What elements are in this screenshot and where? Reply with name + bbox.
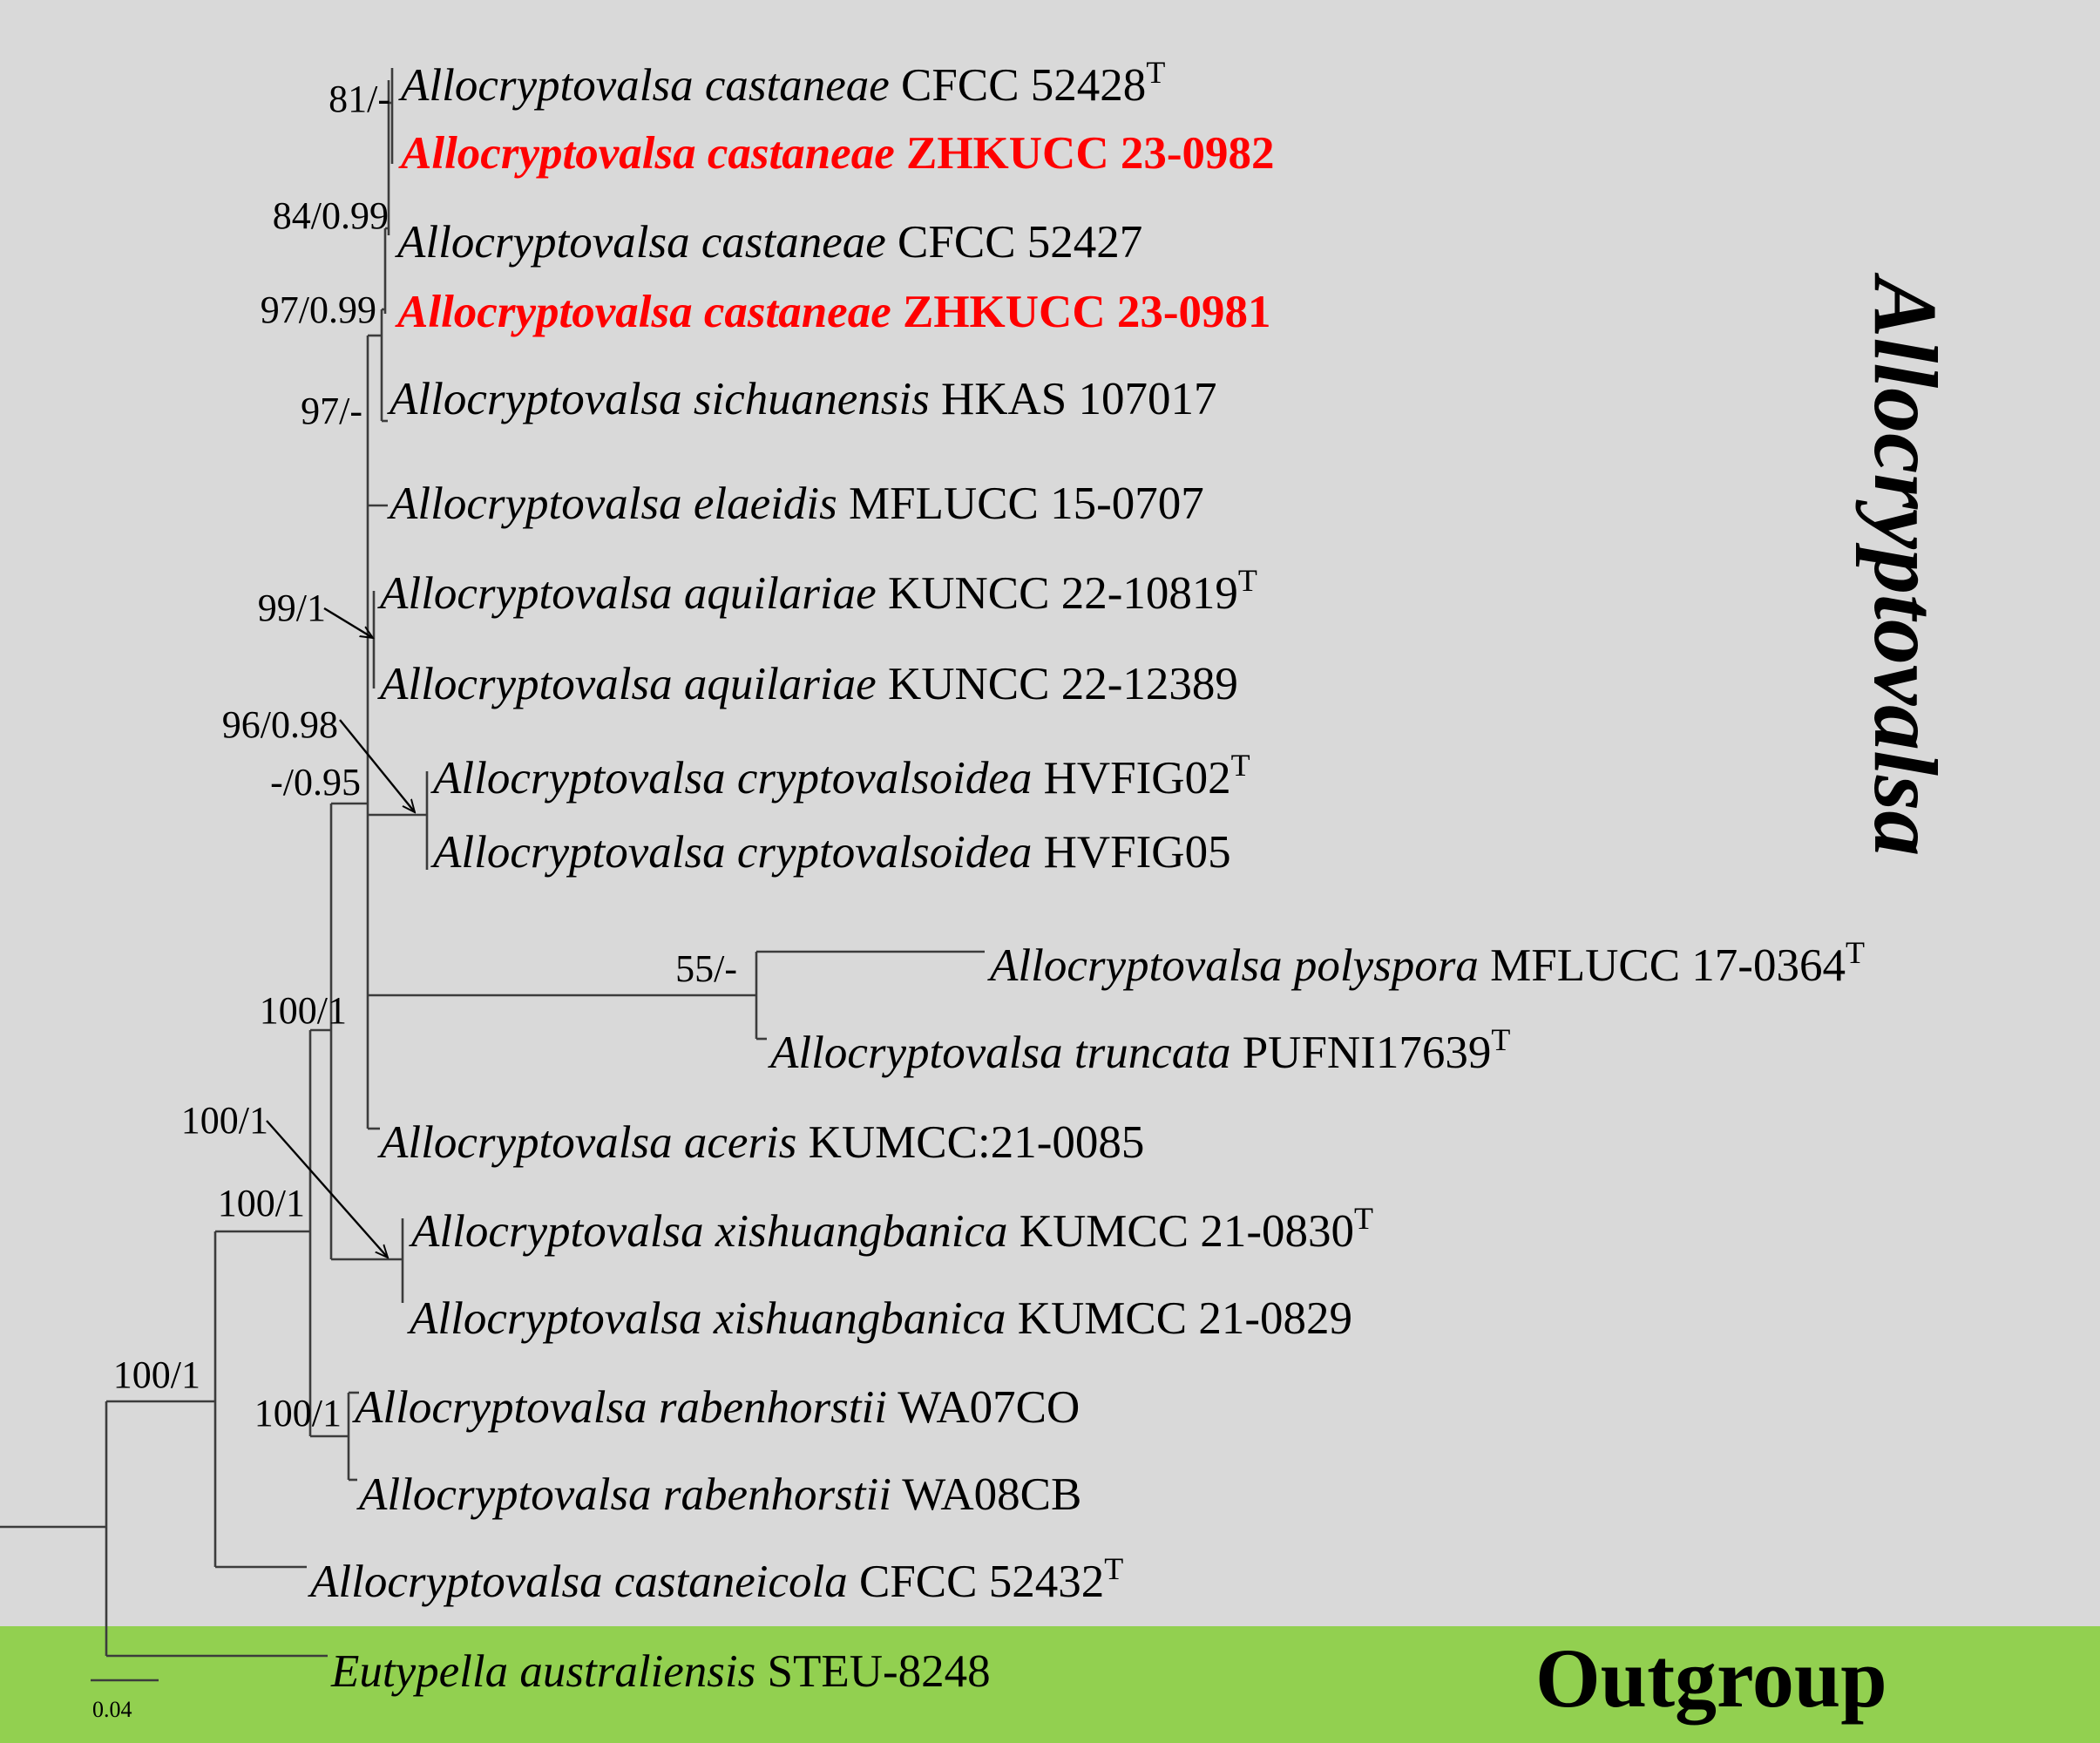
taxon-label: Allocryptovalsa castaneae CFCC 52427 (395, 217, 1142, 268)
taxon-label: Allocryptovalsa xishuangbanica KUMCC 21-… (409, 1201, 1373, 1257)
support-value: 55/- (675, 947, 737, 990)
taxon-label: Allocryptovalsa castaneae CFCC 52428T (398, 55, 1165, 111)
taxon-label: Allocryptovalsa cryptovalsoidea HVFIG05 (430, 827, 1231, 878)
support-value: 100/1 (113, 1353, 200, 1396)
taxon-label: Allocryptovalsa cryptovalsoidea HVFIG02T (430, 748, 1250, 804)
taxon-label: Allocryptovalsa xishuangbanica KUMCC 21-… (407, 1293, 1352, 1344)
taxon-label: Allocryptovalsa aquilariae KUNCC 22-1081… (377, 563, 1257, 619)
outgroup-label: Outgroup (1535, 1631, 1887, 1725)
support-values: 81/- 84/0.99 97/0.99 97/- 99/1 96/0.98 -… (113, 78, 737, 1434)
scale-bar: 0.04 (91, 1679, 159, 1722)
taxon-label: Allocryptovalsa rabenhorstii WA08CB (356, 1469, 1081, 1520)
support-value: -/0.95 (270, 761, 361, 804)
support-value: 100/1 (260, 989, 347, 1032)
support-value: 81/- (329, 78, 390, 120)
support-value: 97/0.99 (261, 288, 376, 331)
support-value: 84/0.99 (273, 194, 389, 237)
taxon-label-outgroup: Eutypella australiensis STEU-8248 (330, 1646, 991, 1697)
clade-label-allocryptovalsa: Allocryptovalsa (1855, 272, 1955, 856)
taxon-label-highlighted: Allocryptovalsa castaneae ZHKUCC 23-0981 (395, 287, 1271, 337)
taxon-label: Allocryptovalsa rabenhorstii WA07CO (352, 1382, 1080, 1433)
support-arrow-99-1 (323, 607, 373, 638)
support-value: 97/- (301, 390, 362, 432)
support-value: 96/0.98 (222, 703, 338, 746)
ingroup-background (0, 0, 2100, 1626)
support-value: 99/1 (258, 587, 326, 629)
taxon-label: Allocryptovalsa truncata PUFNI17639T (768, 1022, 1510, 1078)
scale-bar-label: 0.04 (92, 1697, 132, 1722)
tree-branches (0, 68, 985, 1658)
support-arrows (266, 607, 415, 1258)
support-arrow-100-1 (266, 1120, 388, 1258)
taxon-label-highlighted: Allocryptovalsa castaneae ZHKUCC 23-0982 (398, 128, 1275, 179)
taxon-label: Allocryptovalsa polyspora MFLUCC 17-0364… (987, 935, 1865, 991)
taxon-label: Allocryptovalsa elaeidis MFLUCC 15-0707 (387, 478, 1204, 529)
taxon-label: Allocryptovalsa aquilariae KUNCC 22-1238… (377, 659, 1238, 709)
taxon-labels: Allocryptovalsa castaneae CFCC 52428T Al… (308, 55, 1865, 1697)
taxon-label: Allocryptovalsa aceris KUMCC:21-0085 (377, 1117, 1144, 1168)
support-arrow-96-098 (339, 719, 415, 812)
support-value: 100/1 (181, 1099, 268, 1142)
taxon-label: Allocryptovalsa sichuanensis HKAS 107017 (387, 374, 1217, 424)
support-value: 100/1 (218, 1182, 305, 1224)
outgroup-background (0, 1626, 2100, 1743)
taxon-label: Allocryptovalsa castaneicola CFCC 52432T (308, 1551, 1123, 1607)
support-value: 100/1 (254, 1392, 342, 1434)
